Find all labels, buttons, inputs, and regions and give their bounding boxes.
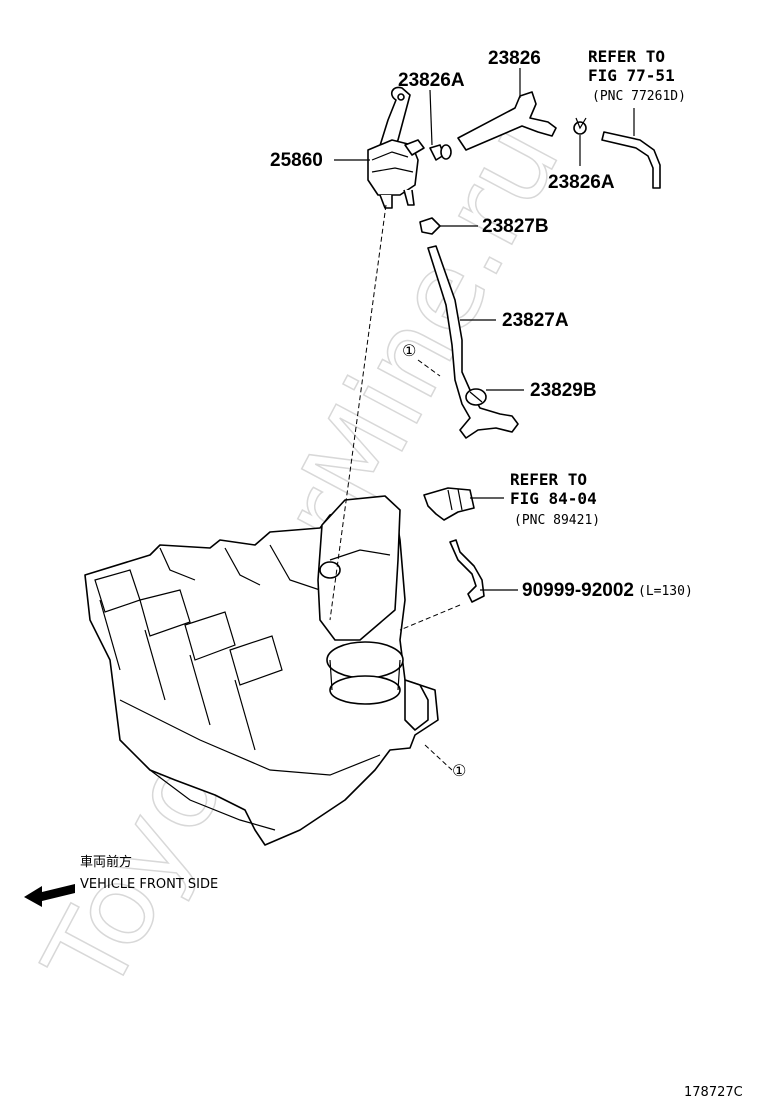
label-23826: 23826 (488, 48, 541, 69)
label-25860: 25860 (270, 150, 323, 171)
label-23827A: 23827A (502, 310, 569, 331)
label-23826A-right: 23826A (548, 172, 615, 193)
label-23829B: 23829B (530, 380, 597, 401)
part-25860-valve (367, 86, 425, 209)
label-90999-length: (L=130) (638, 584, 693, 599)
label-23826A-top: 23826A (398, 70, 465, 91)
label-90999-92002: 90999-92002 (522, 580, 634, 601)
direction-arrow-icon (24, 884, 75, 907)
ref1-line1: REFER TO (588, 47, 665, 66)
throttle-body (317, 495, 429, 731)
direction-japanese: 車両前方 (80, 854, 132, 870)
part-23826A-clip-right (573, 117, 587, 135)
ref2-line3: (PNC 89421) (514, 513, 600, 528)
ref-sensor-84-04 (423, 487, 475, 521)
ref2-line2: FIG 84-04 (510, 489, 597, 508)
direction-english: VEHICLE FRONT SIDE (80, 877, 218, 892)
part-90999-92002-hose (449, 539, 485, 603)
callout-1-lower: ① (452, 761, 466, 780)
figure-id: 178727C (684, 1085, 743, 1100)
part-23826A-clip-top (429, 144, 452, 161)
part-23829B-clamp (465, 388, 487, 406)
callout-1-upper: ① (402, 341, 416, 360)
label-23827B: 23827B (482, 216, 549, 237)
ref-hose-77-51 (601, 131, 661, 189)
ref1-line2: FIG 77-51 (588, 66, 675, 85)
part-23827B-clip (419, 217, 441, 235)
ref2-line1: REFER TO (510, 470, 587, 489)
leader-lines (329, 68, 635, 771)
part-23827A-hose (427, 245, 519, 439)
ref1-line3: (PNC 77261D) (592, 89, 686, 104)
